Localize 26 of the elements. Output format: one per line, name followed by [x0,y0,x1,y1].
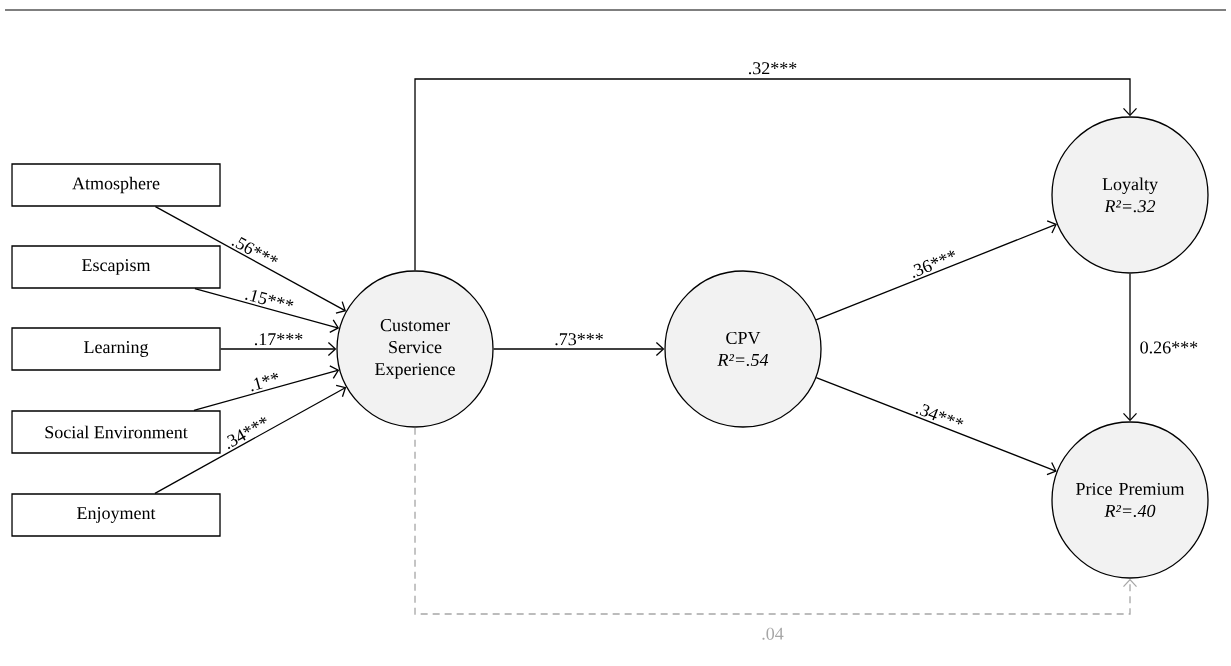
edge-label: .34*** [915,404,964,425]
variable-box: Enjoyment [11,493,221,537]
arrow [193,365,340,411]
variable-box: Escapism [11,245,221,289]
arrow [194,288,340,333]
arrow [493,341,665,357]
variable-box: Learning [11,327,221,371]
dashed-arrow [414,427,1138,615]
arrow [1122,273,1138,422]
edge-label: 0.26*** [1140,341,1198,354]
edge-label: .56*** [231,237,278,262]
arrow [815,220,1057,321]
arrow [220,341,337,357]
edge-label: .1** [251,372,279,392]
arrow [815,376,1057,476]
edge-label: .15*** [245,290,294,307]
arrow [414,78,1138,271]
edge-label: .73*** [555,333,603,346]
variable-box: Social Environment [11,410,221,454]
variable-box: Atmosphere [11,163,221,207]
edge-label: .17*** [254,333,303,346]
arrow [154,206,347,314]
edge-label: .04 [762,627,784,640]
edge-label: .32*** [748,62,797,75]
arrow [154,384,347,494]
edge-label: .36*** [913,250,955,278]
